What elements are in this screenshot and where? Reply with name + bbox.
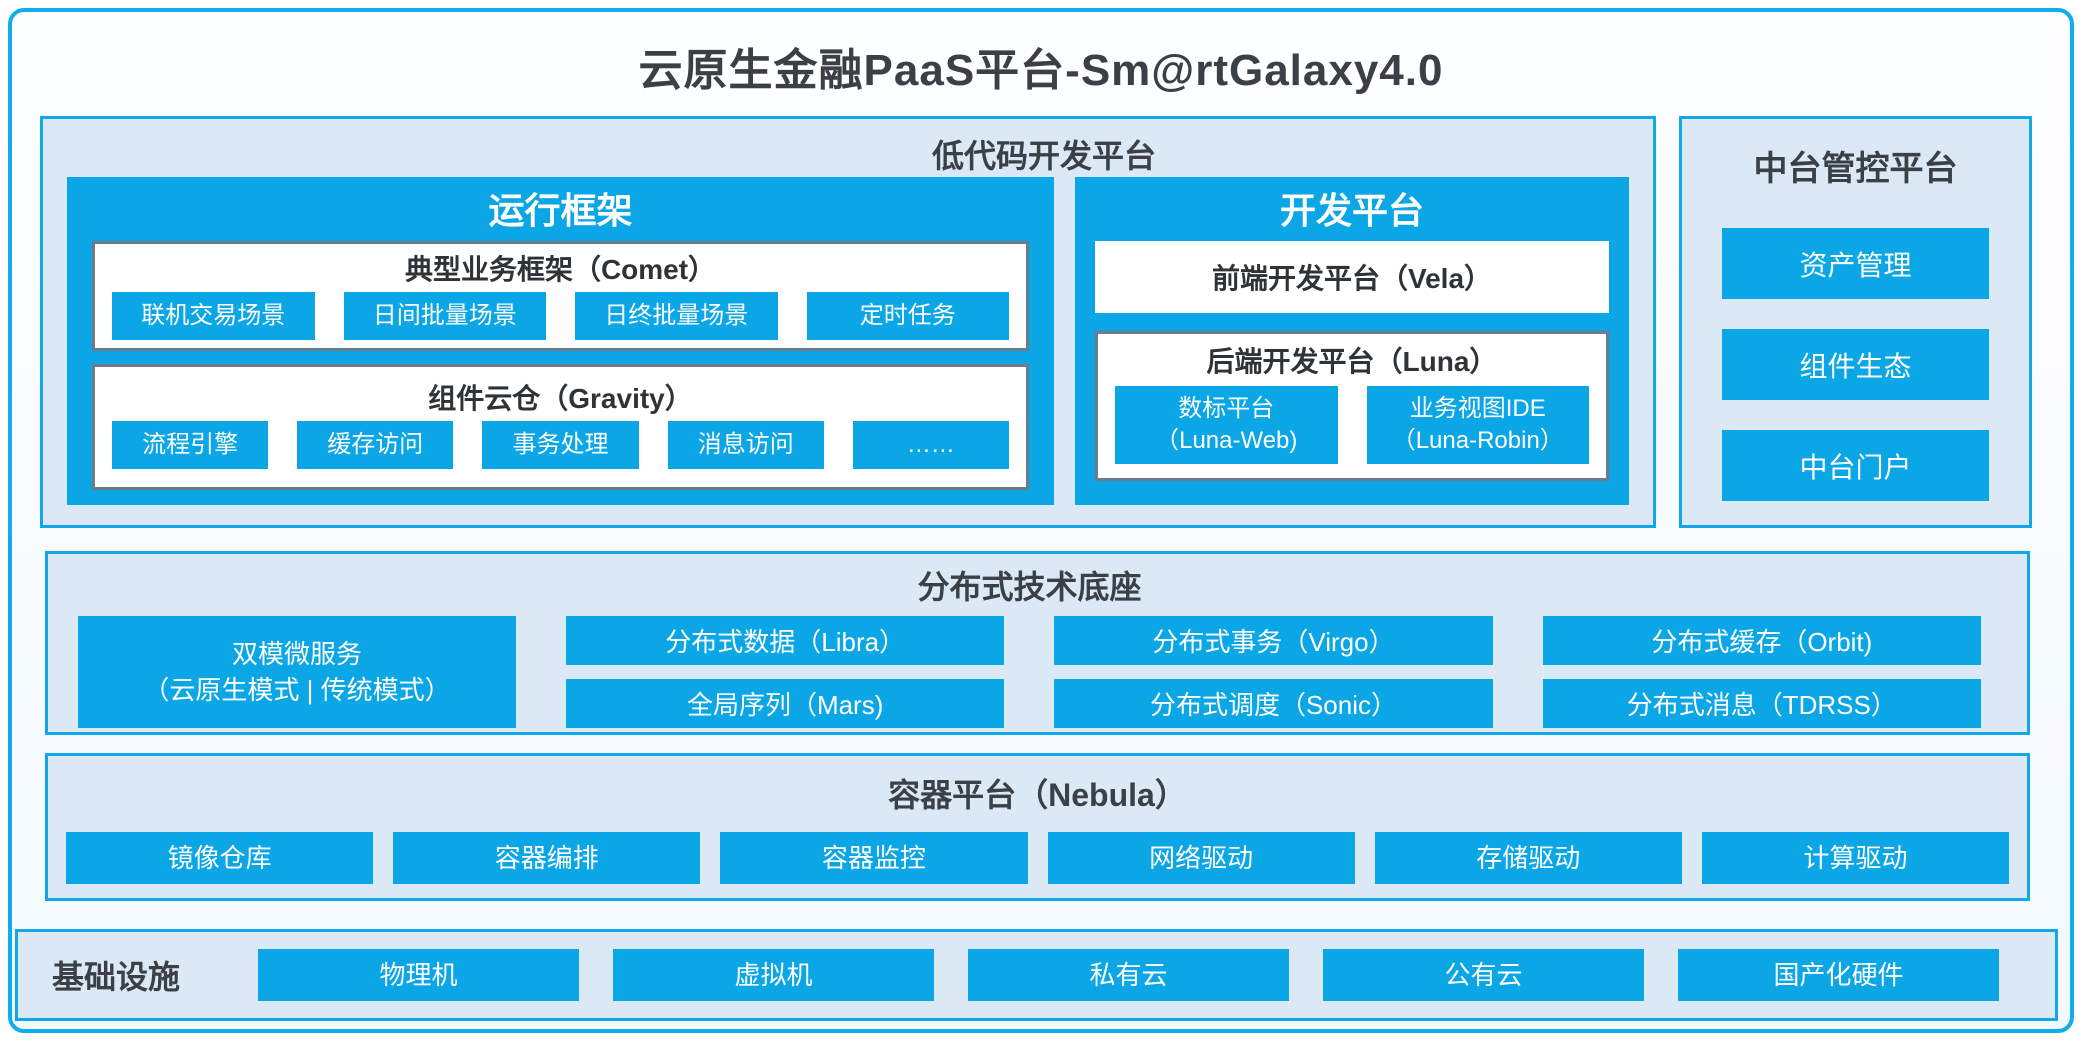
- distributed-base-title: 分布式技术底座: [917, 569, 1142, 605]
- comet-chip: 联机交易场景: [112, 292, 315, 340]
- comet-chip: 日间批量场景: [343, 292, 546, 340]
- architecture-diagram-card: 云原生金融PaaS平台-Sm@rtGalaxy4.0 低代码开发平台 运行框架 …: [8, 8, 2074, 1033]
- distributed-base-panel: 分布式技术底座 双模微服务 （云原生模式 | 传统模式） 分布式数据（Libra…: [45, 551, 2030, 735]
- container-monitoring-chip: 容器监控: [720, 832, 1028, 884]
- page-title: 云原生金融PaaS平台-Sm@rtGalaxy4.0: [638, 46, 1444, 95]
- distributed-data-chip: 分布式数据（Libra）: [566, 616, 1005, 665]
- storage-driver-chip: 存储驱动: [1374, 832, 1682, 884]
- distributed-message-chip: 分布式消息（TDRSS）: [1542, 679, 1981, 728]
- luna-web-chip: 数标平台 （Luna-Web): [1115, 386, 1338, 464]
- lowcode-platform-panel: 低代码开发平台 运行框架 典型业务框架（Comet） 联机交易场景 日间批量场景…: [40, 116, 1656, 528]
- comet-chip: 定时任务: [806, 292, 1009, 340]
- comet-chip: 日终批量场景: [575, 292, 778, 340]
- gravity-chip: 流程引擎: [112, 421, 269, 469]
- distributed-cache-chip: 分布式缓存（Orbit): [1542, 616, 1981, 665]
- luna-backend-box: 后端开发平台（Luna） 数标平台 （Luna-Web) 业务视图IDE （Lu…: [1095, 331, 1609, 481]
- luna-chip-row: 数标平台 （Luna-Web) 业务视图IDE （Luna-Robin）: [1115, 386, 1589, 464]
- comet-framework-box: 典型业务框架（Comet） 联机交易场景 日间批量场景 日终批量场景 定时任务: [92, 241, 1029, 351]
- luna-robin-chip: 业务视图IDE （Luna-Robin）: [1366, 386, 1589, 464]
- gravity-chip: 事务处理: [482, 421, 639, 469]
- container-platform-panel: 容器平台（Nebula） 镜像仓库 容器编排 容器监控 网络驱动 存储驱动 计算…: [45, 753, 2030, 901]
- lowcode-platform-title: 低代码开发平台: [931, 138, 1156, 174]
- dual-mode-line1: 双模微服务: [231, 639, 362, 669]
- dev-platform-title: 开发平台: [1279, 190, 1424, 231]
- vela-frontend-box: 前端开发平台（Vela）: [1095, 241, 1609, 313]
- gravity-warehouse-box: 组件云仓（Gravity） 流程引擎 缓存访问 事务处理 消息访问 ……: [92, 364, 1029, 490]
- lowcode-body: 运行框架 典型业务框架（Comet） 联机交易场景 日间批量场景 日终批量场景 …: [67, 177, 1629, 505]
- compute-driver-chip: 计算驱动: [1701, 832, 2010, 884]
- distributed-column-3: 分布式缓存（Orbit) 分布式消息（TDRSS）: [1542, 616, 1981, 728]
- distributed-column-1: 分布式数据（Libra） 全局序列（Mars): [566, 616, 1005, 728]
- gravity-chip: ……: [852, 421, 1010, 469]
- mid-platform-panel: 中台管控平台 资产管理 组件生态 中台门户: [1679, 116, 2032, 528]
- distributed-transaction-chip: 分布式事务（Virgo）: [1054, 616, 1493, 665]
- gravity-chip-row: 流程引擎 缓存访问 事务处理 消息访问 ……: [112, 421, 1010, 469]
- gravity-chip: 缓存访问: [297, 421, 454, 469]
- private-cloud-chip: 私有云: [968, 949, 1289, 1001]
- container-platform-title: 容器平台（Nebula）: [888, 777, 1187, 813]
- top-row: 低代码开发平台 运行框架 典型业务框架（Comet） 联机交易场景 日间批量场景…: [40, 116, 2032, 528]
- mid-platform-portal-block: 中台门户: [1722, 430, 1989, 501]
- public-cloud-chip: 公有云: [1323, 949, 1644, 1001]
- runtime-framework-title: 运行框架: [488, 190, 633, 231]
- dual-mode-microservice-chip: 双模微服务 （云原生模式 | 传统模式）: [78, 616, 516, 728]
- asset-management-block: 资产管理: [1722, 228, 1989, 299]
- dev-platform-box: 开发平台 前端开发平台（Vela） 后端开发平台（Luna） 数标平台 （Lun…: [1075, 177, 1629, 505]
- distributed-scheduling-chip: 分布式调度（Sonic）: [1054, 679, 1493, 728]
- mid-platform-title: 中台管控平台: [1753, 150, 1958, 188]
- luna-web-chip-line1: 数标平台: [1178, 395, 1275, 422]
- domestic-hardware-chip: 国产化硬件: [1678, 949, 1999, 1001]
- comet-framework-title: 典型业务框架（Comet）: [404, 254, 717, 285]
- dual-mode-line2: （云原生模式 | 传统模式）: [143, 675, 451, 705]
- gravity-warehouse-title: 组件云仓（Gravity）: [428, 383, 693, 414]
- comet-chip-row: 联机交易场景 日间批量场景 日终批量场景 定时任务: [112, 292, 1009, 340]
- luna-web-chip-line2: （Luna-Web): [1155, 427, 1298, 454]
- luna-backend-title: 后端开发平台（Luna）: [1206, 346, 1498, 377]
- physical-machine-chip: 物理机: [258, 949, 579, 1001]
- luna-robin-chip-line2: （Luna-Robin）: [1391, 427, 1564, 454]
- component-ecosystem-block: 组件生态: [1722, 329, 1989, 400]
- infrastructure-panel: 基础设施 物理机 虚拟机 私有云 公有云 国产化硬件: [15, 929, 2058, 1021]
- network-driver-chip: 网络驱动: [1047, 832, 1355, 884]
- global-sequence-chip: 全局序列（Mars): [566, 679, 1005, 728]
- infrastructure-title: 基础设施: [52, 959, 181, 995]
- virtual-machine-chip: 虚拟机: [613, 949, 934, 1001]
- gravity-chip: 消息访问: [667, 421, 824, 469]
- runtime-framework-box: 运行框架 典型业务框架（Comet） 联机交易场景 日间批量场景 日终批量场景 …: [67, 177, 1054, 505]
- luna-robin-chip-line1: 业务视图IDE: [1409, 395, 1546, 422]
- distributed-grid: 双模微服务 （云原生模式 | 传统模式） 分布式数据（Libra） 全局序列（M…: [78, 616, 1981, 728]
- image-registry-chip: 镜像仓库: [66, 832, 374, 884]
- distributed-column-2: 分布式事务（Virgo） 分布式调度（Sonic）: [1054, 616, 1493, 728]
- container-orchestration-chip: 容器编排: [393, 832, 701, 884]
- container-chip-row: 镜像仓库 容器编排 容器监控 网络驱动 存储驱动 计算驱动: [66, 832, 2010, 884]
